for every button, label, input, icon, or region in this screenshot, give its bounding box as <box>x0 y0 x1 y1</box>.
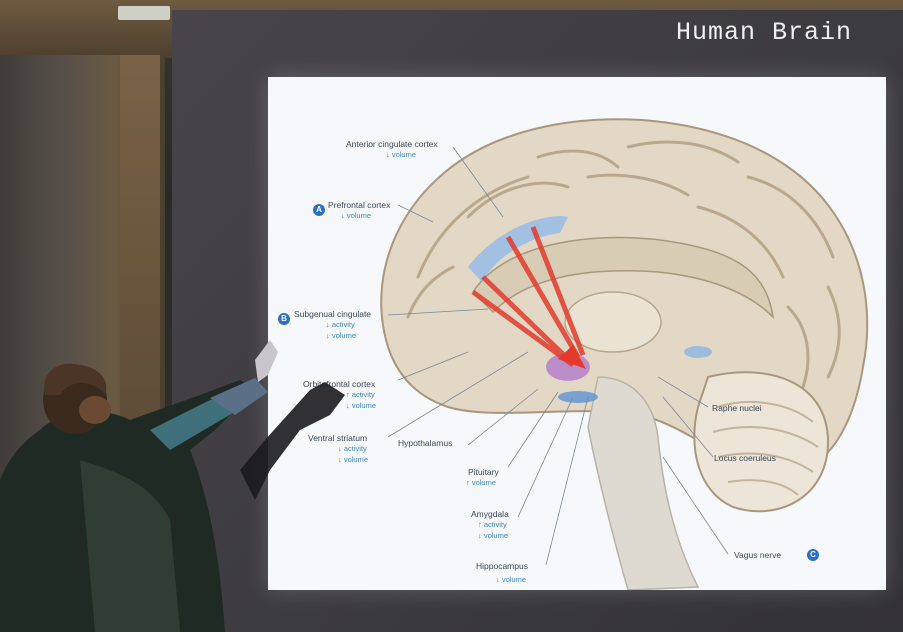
presenter-face <box>79 396 111 424</box>
presenter-hand-raised <box>255 340 278 382</box>
